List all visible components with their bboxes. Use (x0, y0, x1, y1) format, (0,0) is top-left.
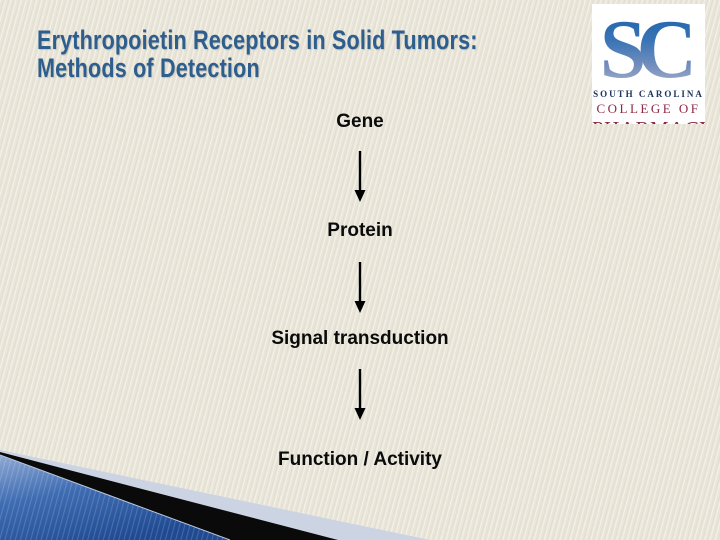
down-arrow-icon (353, 150, 367, 203)
down-arrow-icon (353, 368, 367, 421)
slide-title-line-2: Methods of Detection (37, 53, 260, 83)
flow-step-gene: Gene (336, 111, 384, 132)
flow-step-protein: Protein (327, 220, 393, 241)
slide-title: Erythropoietin Receptors in Solid Tumors… (37, 26, 478, 82)
sc-monogram: SC (592, 8, 705, 92)
logo-pharmacy-text: PHARMACY (592, 117, 705, 124)
flow-step-signal-transduction: Signal transduction (271, 328, 449, 349)
college-of-pharmacy-logo: SC SOUTH CAROLINA COLLEGE OF PHARMACY (592, 4, 705, 124)
flow-step-function-activity: Function / Activity (278, 449, 442, 470)
logo-college-of-text: COLLEGE OF (596, 101, 701, 116)
corner-swoosh-decoration (0, 450, 430, 540)
slide-title-line-1: Erythropoietin Receptors in Solid Tumors… (37, 25, 478, 55)
down-arrow-icon (353, 261, 367, 314)
logo-south-carolina-text: SOUTH CAROLINA (593, 89, 704, 99)
